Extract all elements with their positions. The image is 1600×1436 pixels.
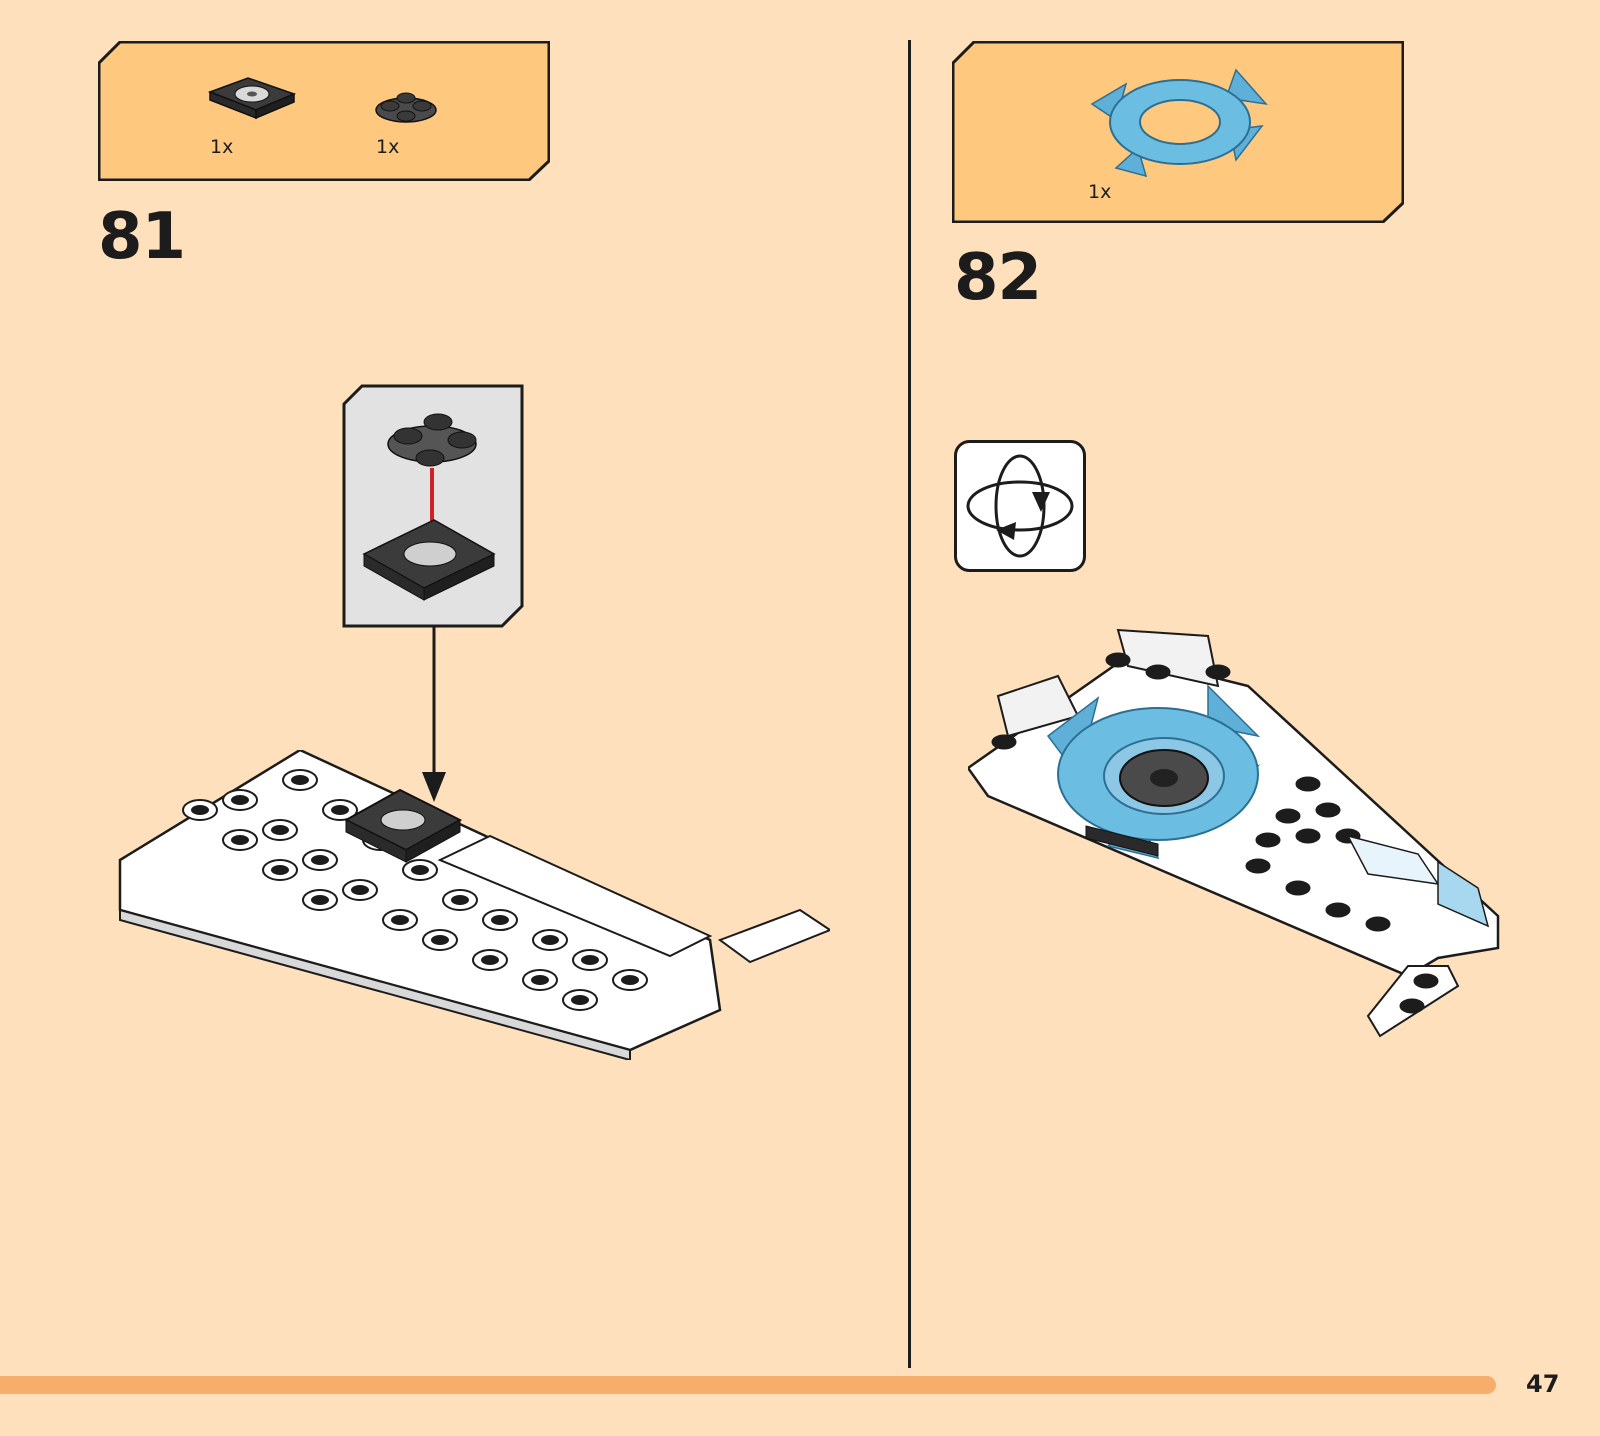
step-number: 82 (954, 241, 1041, 315)
dark-grey-round-plate-icon (372, 84, 442, 132)
step-81-callout-box (342, 384, 524, 628)
part-quantity: 1x (376, 136, 399, 158)
blue-spinner-ring-icon (1086, 64, 1272, 180)
dark-grey-plate-2x2-icon (208, 76, 298, 126)
part-quantity: 1x (210, 136, 233, 158)
step-81-model (110, 750, 830, 1060)
part-quantity: 1x (1088, 181, 1111, 203)
step-divider (908, 40, 911, 1368)
step-81-parts-box (98, 41, 550, 181)
step-number: 81 (98, 200, 185, 274)
rotate-model-icon (954, 440, 1086, 572)
step-82-model (968, 626, 1520, 1056)
page-number: 47 (1526, 1370, 1559, 1398)
page-progress-bar (0, 1376, 1496, 1394)
